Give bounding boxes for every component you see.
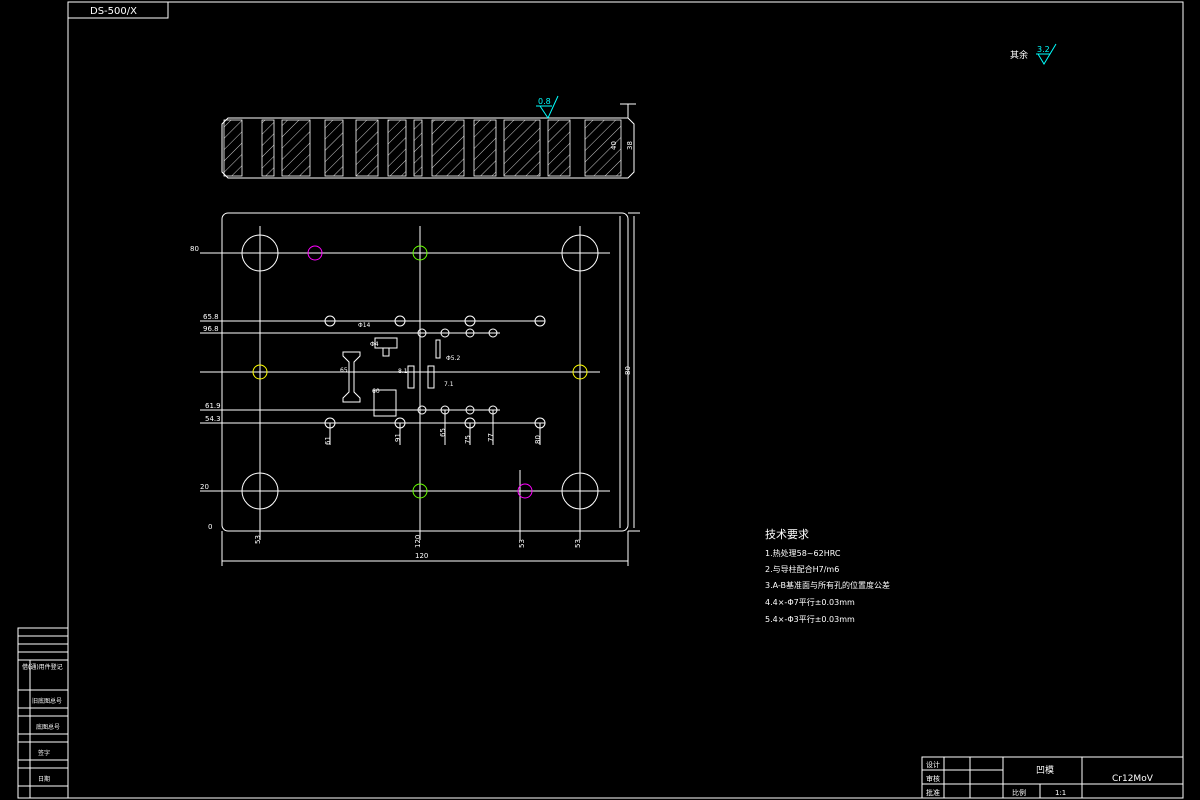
dim-label: 96.8 (203, 325, 219, 333)
pin-hole (572, 364, 588, 380)
inner-dims: Φ14 Φ4 65 Φ5.2 8.1 60 7.1 (340, 322, 460, 395)
plate-width-dim: 120 (415, 552, 428, 560)
dim-label: 8.1 (398, 368, 408, 375)
guide-hole (241, 472, 279, 510)
dim-label: 77 (487, 433, 495, 442)
tb-design: 设计 (926, 760, 940, 769)
section-side-dim: 38 (626, 141, 634, 150)
roughness-default: 其余 3.2 (1010, 43, 1057, 65)
dim-label: Φ5.2 (446, 355, 460, 362)
plate-height-dim: 80 (624, 366, 632, 375)
drawing-frame (67, 1, 1184, 799)
left-dims: 80 65.8 96.8 61.9 54.3 20 0 (190, 245, 221, 531)
roughness-default-label: 其余 (1010, 49, 1028, 61)
dim-label: 61 (324, 436, 332, 445)
guide-hole (561, 472, 599, 510)
tech-item: 3.A-B基准面与所有孔的位置度公差 (765, 580, 890, 590)
punch-cavity (342, 351, 361, 403)
pin-hole (412, 483, 428, 499)
dim-label: 53 (574, 539, 582, 548)
code-box (67, 1, 169, 19)
dim-label: 0 (208, 523, 212, 531)
tech-item: 5.4×-Φ3平行±0.03mm (765, 614, 855, 624)
dim-label: 65 (439, 428, 447, 437)
pin-hole (307, 245, 323, 261)
dim-label: 53 (518, 539, 526, 548)
strip-label: 日期 (38, 775, 50, 783)
tech-item: 2.与导柱配合H7/m6 (765, 564, 839, 574)
roughness-section-value: 0.8 (538, 97, 551, 106)
tech-item: 1.热处理58~62HRC (765, 548, 841, 558)
tech-item: 4.4×-Φ7平行±0.03mm (765, 597, 855, 607)
strip-label: 旧底图总号 (32, 697, 62, 705)
tech-title: 技术要求 (765, 528, 809, 541)
dim-label: 7.1 (444, 381, 454, 388)
strip-label: 借(通)用件登记 (22, 663, 63, 671)
strip-label: 底图总号 (36, 723, 60, 731)
tb-approve: 批准 (926, 788, 940, 797)
plan-view: 80 120 (200, 212, 640, 566)
dim-label: 91 (394, 433, 402, 442)
section-view: 40 38 0.8 (221, 95, 636, 179)
dim-label: 54.3 (205, 415, 221, 423)
strip-label: 签字 (38, 749, 50, 757)
dim-label: 53 (254, 535, 262, 544)
pin-hole (252, 364, 268, 380)
dim-label: 65.8 (203, 313, 219, 321)
dim-label: Φ4 (370, 341, 379, 348)
tb-part-name: 凹模 (1036, 765, 1054, 776)
section-height-dim: 40 (610, 141, 618, 150)
dim-label: 80 (190, 245, 199, 253)
title-block: 设计 审核 批准 凹模 Cr12MoV 比例 1:1 (921, 756, 1184, 799)
dim-label: Φ14 (358, 322, 371, 329)
section-outline (221, 117, 635, 179)
dim-label: 20 (200, 483, 209, 491)
dim-label: 65 (340, 367, 348, 374)
guide-hole (561, 234, 599, 272)
tb-scale-label: 比例 (1012, 788, 1026, 797)
tb-check: 审核 (926, 774, 940, 783)
tb-material: Cr12MoV (1112, 774, 1154, 784)
roughness-symbol-icon (1037, 43, 1057, 65)
bottom-dims: 53 120 53 53 61 91 65 75 77 80 (254, 428, 582, 548)
pin-hole (412, 245, 428, 261)
dim-label: 60 (372, 388, 380, 395)
roughness-section-icon (539, 95, 559, 120)
drawing-code: DS-500/X (90, 6, 137, 17)
left-strip: 借(通)用件登记 旧底图总号 底图总号 签字 日期 (17, 627, 69, 799)
guide-hole (241, 234, 279, 272)
dim-label: 120 (414, 535, 422, 548)
dim-label: 75 (464, 435, 472, 444)
tb-scale: 1:1 (1055, 789, 1066, 797)
dim-label: 80 (534, 435, 542, 444)
tech-requirements: 技术要求 1.热处理58~62HRC 2.与导柱配合H7/m6 3.A-B基准面… (765, 528, 890, 624)
roughness-default-value: 3.2 (1037, 45, 1050, 54)
dim-label: 61.9 (205, 402, 221, 410)
pin-hole (517, 483, 533, 499)
